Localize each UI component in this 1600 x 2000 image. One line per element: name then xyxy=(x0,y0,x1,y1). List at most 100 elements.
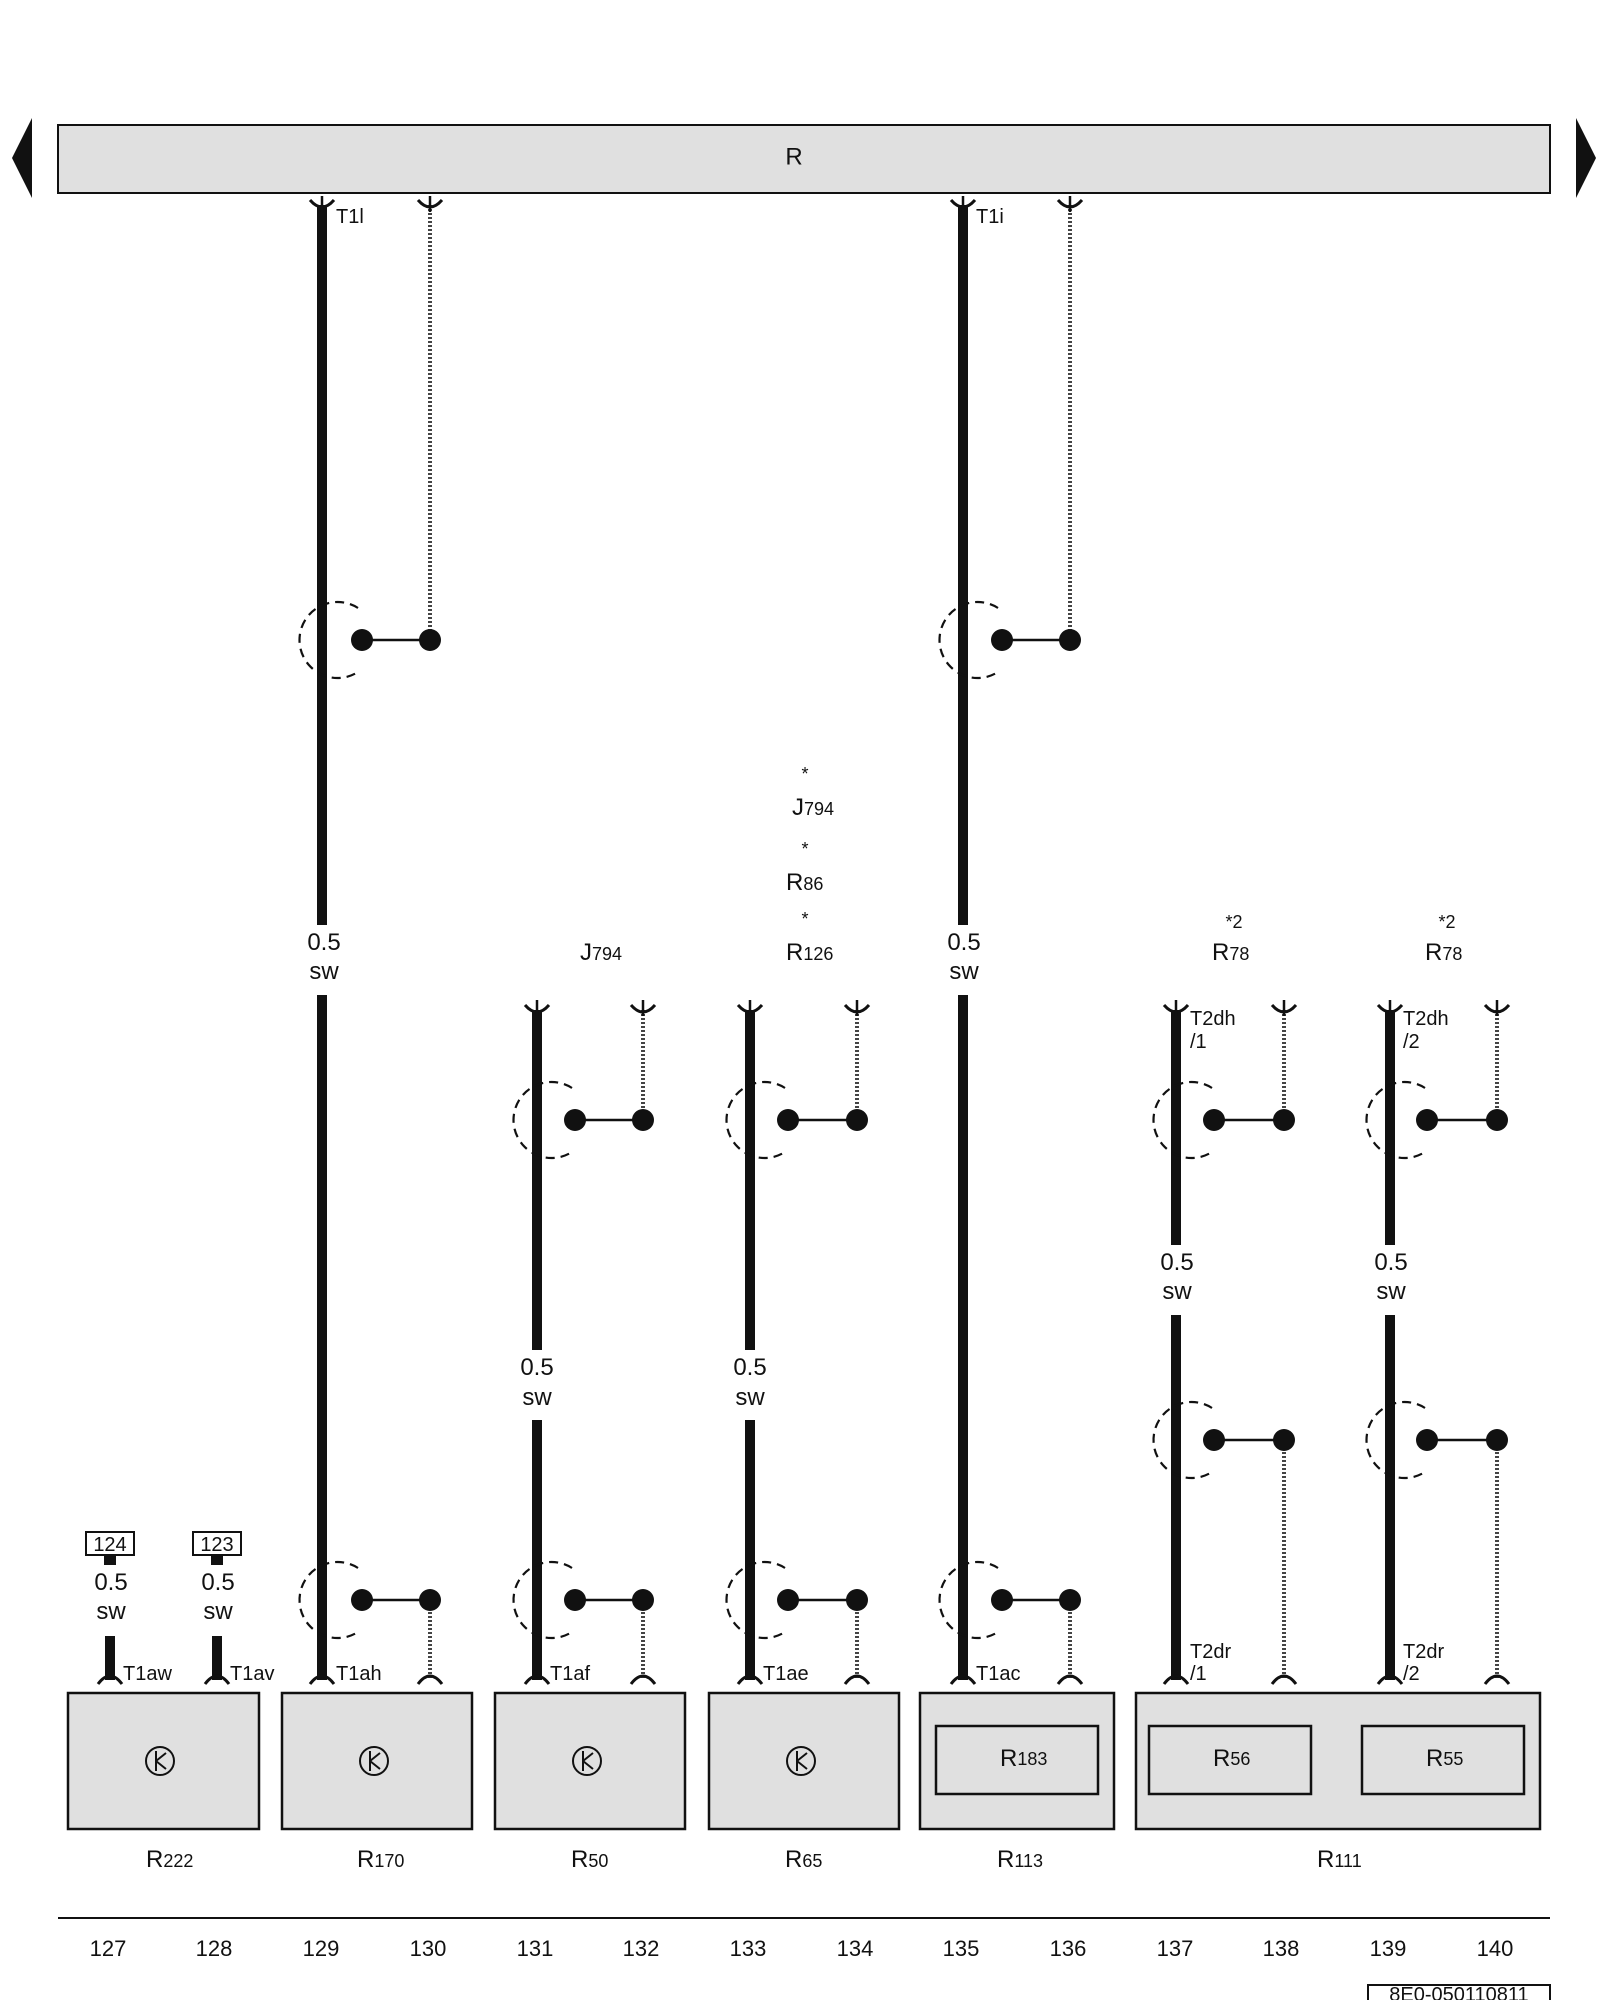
wire-size: 0.5 xyxy=(947,929,980,956)
component-r50[interactable] xyxy=(493,1691,687,1831)
document-id: 8E0-050110811 xyxy=(1367,1984,1551,2000)
component-label-r111: R111 xyxy=(1317,1846,1362,1873)
pin-label-t1aw: T1aw xyxy=(123,1663,172,1685)
circuit-r222 xyxy=(104,1555,223,1680)
wire-size: 0.5 xyxy=(94,1569,127,1596)
svg-text:R56: R56 xyxy=(1213,1745,1250,1772)
ground-bus: R xyxy=(57,124,1551,194)
connector-star: *2 xyxy=(1438,912,1455,932)
circuit-r113 xyxy=(938,205,1081,1680)
wire-spec-128: 0.5 sw xyxy=(201,1569,234,1625)
inner-component-main: R xyxy=(1000,1745,1017,1772)
pin-label-t2dh-1: T2dh xyxy=(1190,1008,1236,1030)
pin-label-t1ac: T1ac xyxy=(976,1663,1020,1685)
pin-label-t2dh-2: T2dh xyxy=(1403,1008,1449,1030)
column-number: 140 xyxy=(1477,1936,1514,1961)
component-r111[interactable]: R56 R55 xyxy=(1134,1691,1542,1831)
ref-box-123[interactable]: 123 xyxy=(192,1531,242,1556)
pin-label-t1af: T1af xyxy=(550,1663,590,1685)
document-id-text: 8E0-050110811 xyxy=(1389,1984,1528,2000)
column-number: 136 xyxy=(1050,1936,1087,1961)
wire-size: 0.5 xyxy=(307,929,340,956)
wire-size: 0.5 xyxy=(520,1354,553,1381)
svg-text:J794: J794 xyxy=(580,939,622,966)
column-number: 139 xyxy=(1370,1936,1407,1961)
wire-size: 0.5 xyxy=(201,1569,234,1596)
column-number: 133 xyxy=(730,1936,767,1961)
svg-text:R55: R55 xyxy=(1426,1745,1463,1772)
svg-text:R78: R78 xyxy=(1425,939,1462,966)
column-number: 138 xyxy=(1263,1936,1300,1961)
speaker-icon xyxy=(145,1746,175,1776)
component-r170[interactable] xyxy=(280,1691,474,1831)
column-number: 130 xyxy=(410,1936,447,1961)
circuit-r56 xyxy=(1152,1010,1295,1680)
circuit-r170 xyxy=(298,205,441,1680)
wire-size: 0.5 xyxy=(1374,1249,1407,1276)
connector-sub: 78 xyxy=(1442,944,1462,964)
bus-label: R xyxy=(785,143,802,170)
pin-label-t1i: T1i xyxy=(976,206,1004,228)
connector-star: * xyxy=(801,839,808,859)
wire-color: sw xyxy=(309,958,339,985)
wire-color: sw xyxy=(1162,1278,1192,1305)
connector-pins xyxy=(96,196,1511,1685)
component-r113[interactable]: R183 xyxy=(918,1691,1116,1831)
circuit-r50 xyxy=(512,1010,654,1680)
column-numbers: 127 128 129 130 131 132 133 134 135 136 … xyxy=(90,1936,1514,1961)
connector-sub: 126 xyxy=(803,944,833,964)
circuit-r65 xyxy=(725,1010,868,1680)
ref-box-124[interactable]: 124 xyxy=(85,1531,135,1556)
component-label-r222: R222 xyxy=(146,1846,193,1873)
connector-label-r86: * R86 xyxy=(786,839,823,896)
inner-component-sub: 183 xyxy=(1017,1749,1047,1769)
column-number: 135 xyxy=(943,1936,980,1961)
speaker-icon xyxy=(359,1746,389,1776)
next-page-arrow[interactable] xyxy=(1576,118,1596,198)
connector-main: R xyxy=(1212,939,1229,966)
speaker-icon xyxy=(786,1746,816,1776)
column-number: 134 xyxy=(837,1936,874,1961)
component-r222[interactable] xyxy=(66,1691,261,1831)
component-label-r65: R65 xyxy=(785,1846,822,1873)
svg-text:R183: R183 xyxy=(1000,1745,1047,1772)
component-label-r50: R50 xyxy=(571,1846,608,1873)
connector-sub: 78 xyxy=(1229,944,1249,964)
svg-text:R78: R78 xyxy=(1212,939,1249,966)
ref-box-label: 123 xyxy=(200,1534,233,1556)
column-number: 129 xyxy=(303,1936,340,1961)
previous-page-arrow[interactable] xyxy=(12,118,32,198)
wire-spec-131: 0.5 sw xyxy=(520,1354,553,1411)
pin-label-t2dh-1-num: /1 xyxy=(1190,1031,1207,1053)
inner-component-main: R xyxy=(1426,1745,1443,1772)
wire-color: sw xyxy=(522,1384,552,1411)
pin-label-t2dr-1: T2dr xyxy=(1190,1641,1231,1663)
component-r65[interactable] xyxy=(707,1691,901,1831)
connector-label-r78-a: *2 R78 xyxy=(1212,912,1249,966)
wire-color: sw xyxy=(949,958,979,985)
connector-main: J xyxy=(792,794,804,821)
pin-label-t1av: T1av xyxy=(230,1663,274,1685)
wire-size: 0.5 xyxy=(1160,1249,1193,1276)
column-number: 131 xyxy=(517,1936,554,1961)
connector-main: R xyxy=(786,939,803,966)
wire-color: sw xyxy=(735,1384,765,1411)
pin-label-t2dr-2: T2dr xyxy=(1403,1641,1444,1663)
wire-spec-137: 0.5 sw xyxy=(1160,1249,1193,1305)
inner-component-sub: 56 xyxy=(1230,1749,1250,1769)
wire-spec-127: 0.5 sw xyxy=(94,1569,127,1625)
connector-main: R xyxy=(786,869,803,896)
pin-label-t2dr-1-num: /1 xyxy=(1190,1663,1207,1685)
pin-label-t1l: T1l xyxy=(336,206,364,228)
connector-label-r126: * R126 xyxy=(786,909,833,966)
pin-label-t2dr-2-num: /2 xyxy=(1403,1663,1420,1685)
connector-label-r78-b: *2 R78 xyxy=(1425,912,1462,966)
column-number: 128 xyxy=(196,1936,233,1961)
wire-color: sw xyxy=(96,1598,126,1625)
wire-spec-133: 0.5 sw xyxy=(733,1354,766,1411)
column-number: 132 xyxy=(623,1936,660,1961)
svg-text:R126: R126 xyxy=(786,939,833,966)
svg-text:R86: R86 xyxy=(786,869,823,896)
connector-sub: 794 xyxy=(804,799,834,819)
wire-spec-129: 0.5 sw xyxy=(307,929,340,985)
